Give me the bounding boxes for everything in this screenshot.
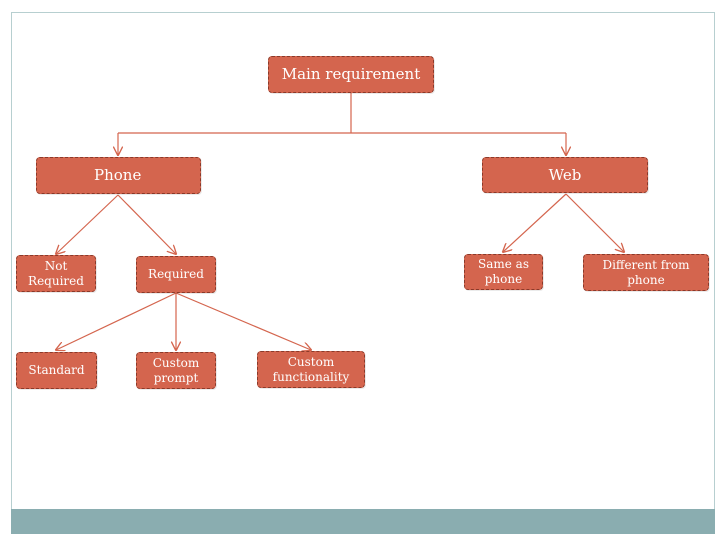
connector-phone-to-required <box>117 194 176 254</box>
node-standard: Standard <box>16 352 97 389</box>
node-custom-functionality: Custom functionality <box>257 351 365 388</box>
connector-web-to-same-as-phone <box>503 193 567 252</box>
node-phone: Phone <box>36 157 201 194</box>
node-different-from-phone: Different from phone <box>583 254 709 291</box>
footer-band <box>11 509 715 534</box>
node-web: Web <box>482 157 648 193</box>
node-same-as-phone: Same as phone <box>464 254 543 290</box>
connector-required-to-standard <box>56 292 177 350</box>
connector-web-to-different-from-phone <box>565 193 624 252</box>
node-required: Required <box>136 256 216 293</box>
connector-phone-to-not-required <box>56 194 119 254</box>
node-not-required: Not Required <box>16 255 96 292</box>
node-custom-prompt: Custom prompt <box>136 352 216 389</box>
connector-required-to-custom-functionality <box>175 292 311 350</box>
node-main-requirement: Main requirement <box>268 56 434 93</box>
